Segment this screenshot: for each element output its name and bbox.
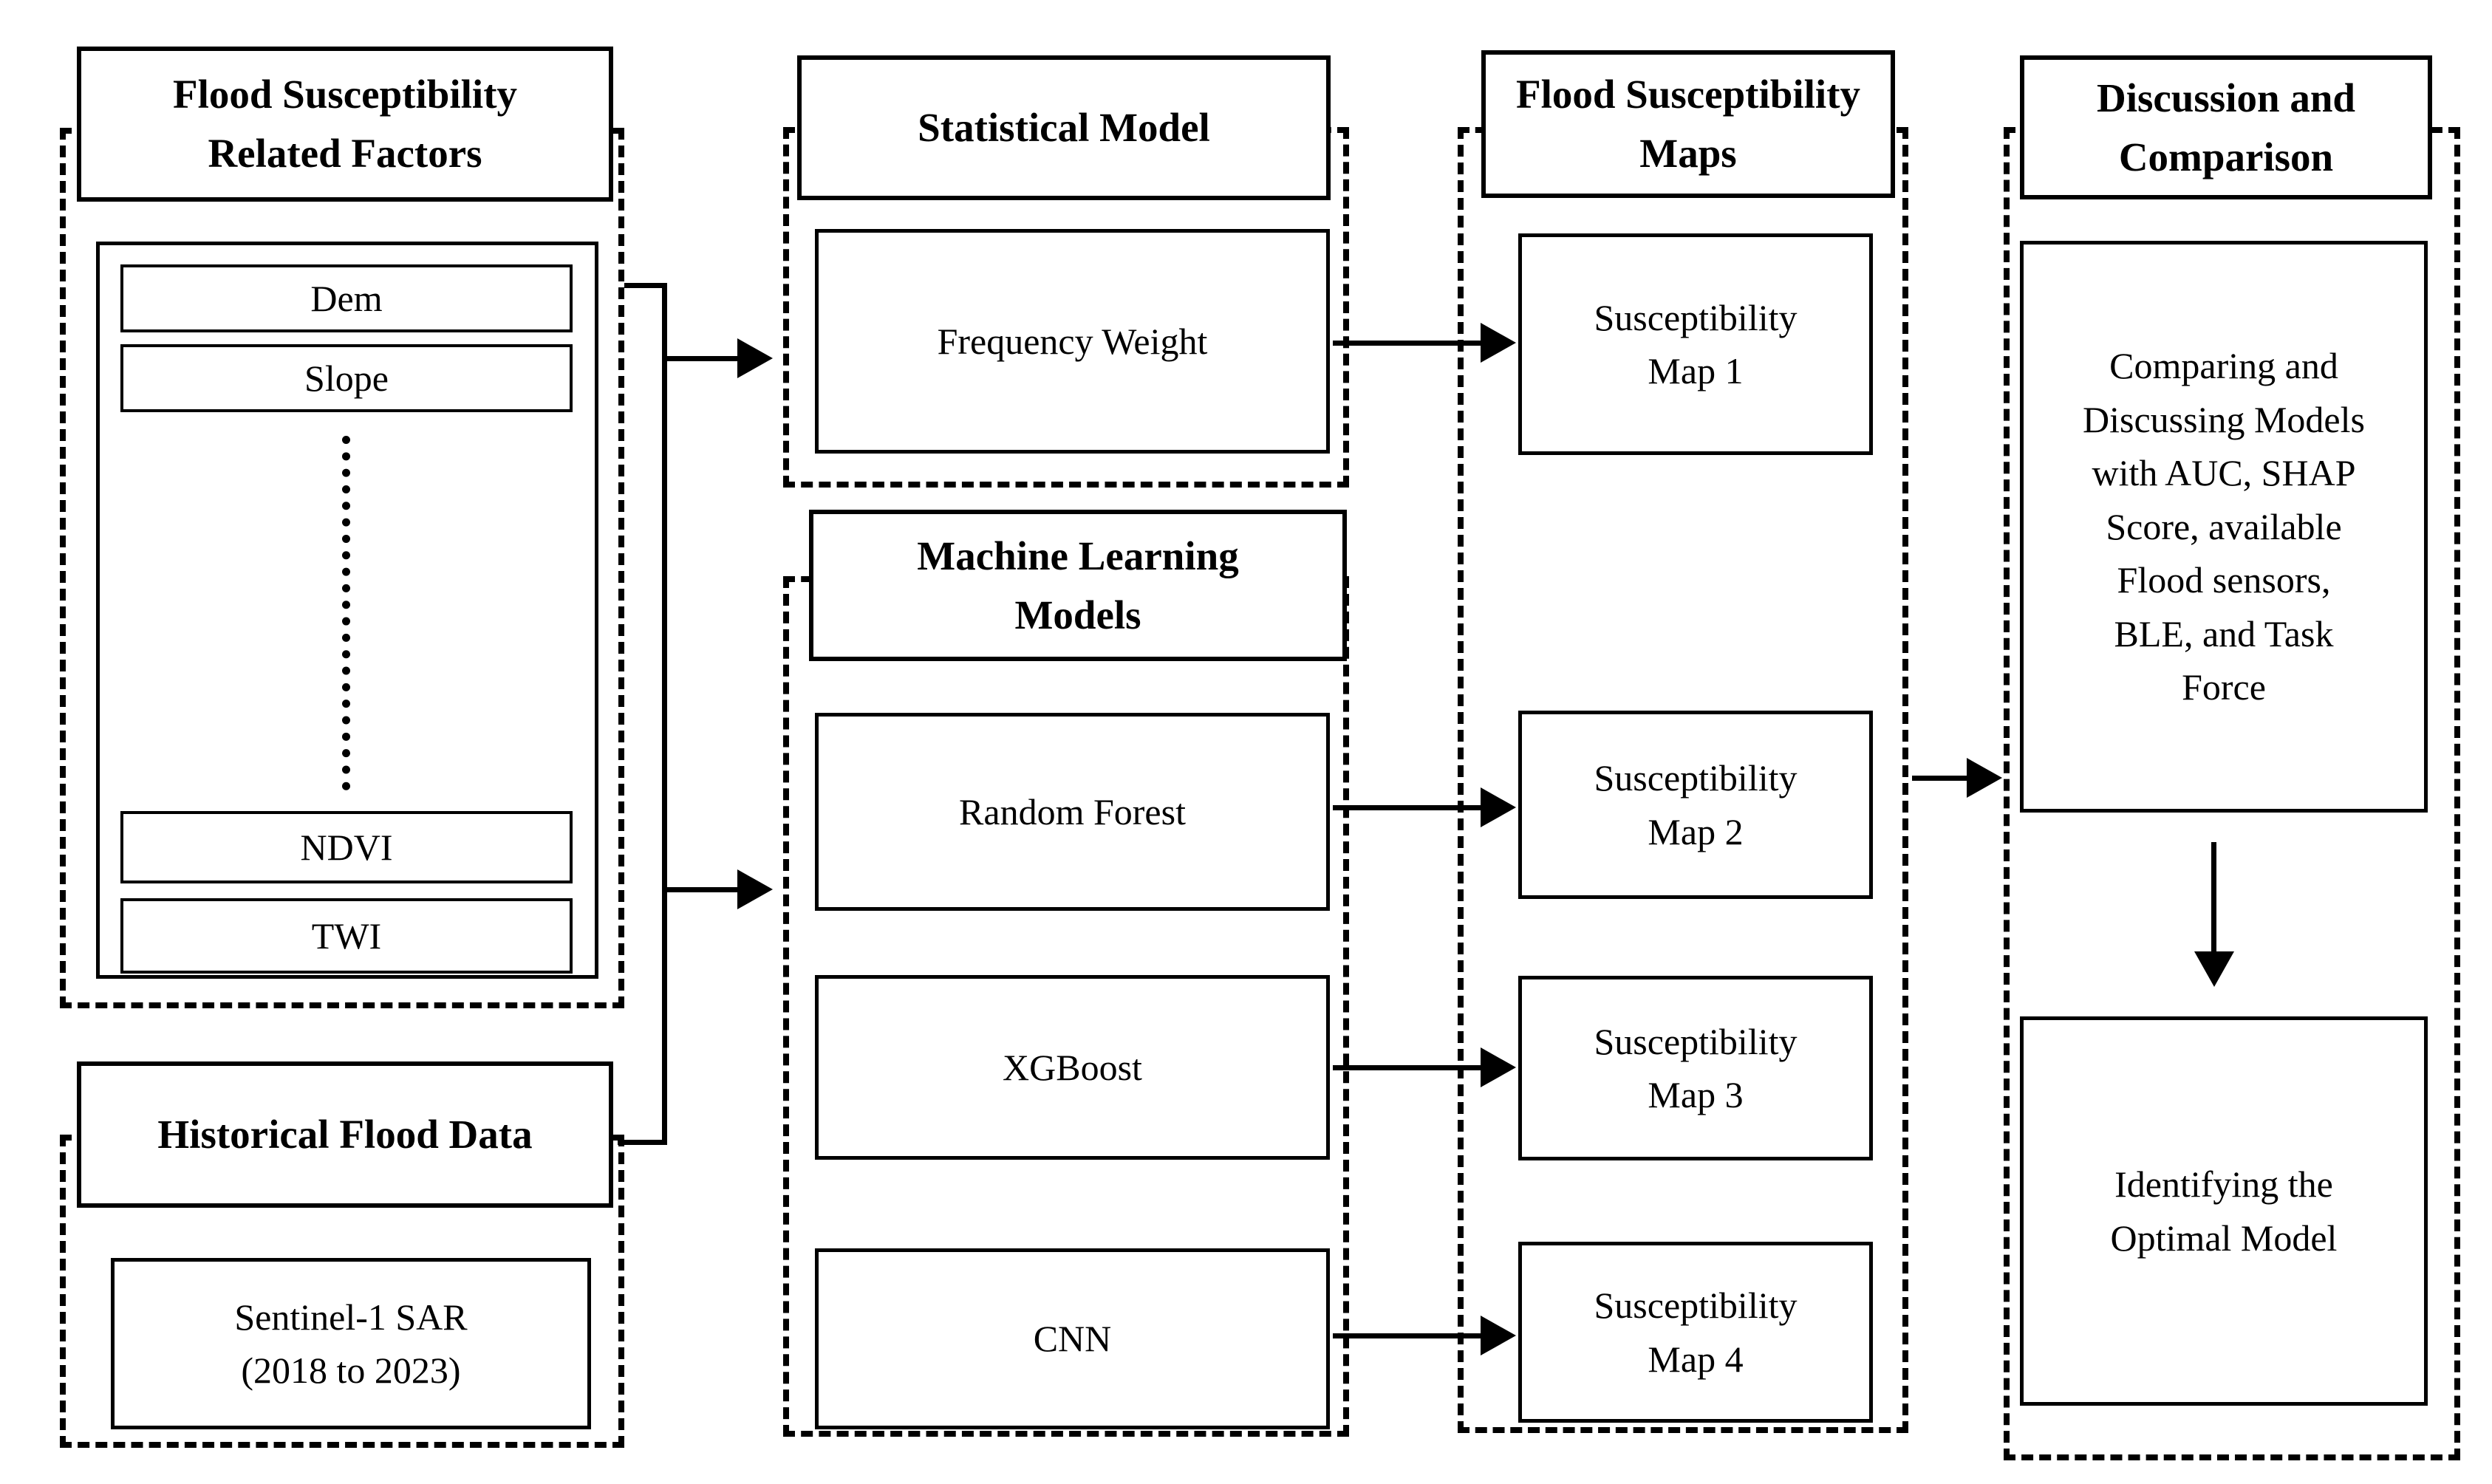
arrow-inputs-to-statistical-head <box>737 338 773 378</box>
susceptibility-map2-box: Susceptibility Map 2 <box>1518 711 1873 899</box>
arrow-fw-to-map1-head <box>1481 323 1516 363</box>
factor-box-slope: Slope <box>120 344 573 412</box>
cnn-box: CNN <box>815 1248 1330 1429</box>
identifying-optimal-model-label: Identifying the Optimal Model <box>2110 1163 2338 1259</box>
factor-twi-label: TWI <box>311 914 382 957</box>
susceptibility-map4-box: Susceptibility Map 4 <box>1518 1242 1873 1423</box>
factor-box-twi: TWI <box>120 898 573 974</box>
susceptibility-map4-label: Susceptibility Map 4 <box>1594 1285 1798 1380</box>
maps-group-title-label: Flood Susceptibility Maps <box>1515 72 1861 176</box>
factor-slope-label: Slope <box>304 357 389 399</box>
arrow-rf-to-map2-head <box>1481 787 1516 827</box>
arrow-xgb-to-map3-shaft <box>1333 1065 1482 1070</box>
arrow-maps-to-discussion-head <box>1967 758 2002 798</box>
arrow-maps-to-discussion-shaft <box>1912 776 1970 781</box>
factor-box-dem: Dem <box>120 264 573 332</box>
arrow-inputs-to-ml-head <box>737 869 773 909</box>
maps-group-title: Flood Susceptibility Maps <box>1481 50 1895 198</box>
susceptibility-map1-label: Susceptibility Map 1 <box>1594 296 1798 392</box>
ml-group-title-label: Machine Learning Models <box>917 533 1239 637</box>
comparing-models-label: Comparing and Discussing Models with AUC… <box>2083 345 2365 708</box>
arrow-xgb-to-map3-head <box>1481 1047 1516 1087</box>
factor-dem-label: Dem <box>310 277 383 319</box>
susceptibility-map1-box: Susceptibility Map 1 <box>1518 233 1873 455</box>
factors-group-title-label: Flood Susceptibility Related Factors <box>172 72 518 176</box>
arrow-inputs-to-ml-shaft <box>665 887 739 892</box>
sentinel-box: Sentinel-1 SAR (2018 to 2023) <box>111 1258 591 1429</box>
factors-group-title: Flood Susceptibility Related Factors <box>77 47 613 202</box>
factors-ellipsis-dotted-line <box>342 436 350 790</box>
statistical-group-title-label: Statistical Model <box>918 105 1210 151</box>
cnn-label: CNN <box>1033 1318 1112 1360</box>
arrow-cnn-to-map4-shaft <box>1333 1333 1482 1338</box>
sentinel-box-label: Sentinel-1 SAR (2018 to 2023) <box>234 1296 468 1392</box>
identifying-optimal-model-box: Identifying the Optimal Model <box>2020 1016 2428 1406</box>
frequency-weight-box: Frequency Weight <box>815 229 1330 454</box>
xgboost-label: XGBoost <box>1003 1046 1142 1088</box>
xgboost-box: XGBoost <box>815 975 1330 1160</box>
arrow-inputs-to-statistical-shaft <box>665 356 739 361</box>
bracket-top-line <box>624 283 667 288</box>
susceptibility-map2-label: Susceptibility Map 2 <box>1594 757 1798 852</box>
historical-group-title-label: Historical Flood Data <box>157 1112 533 1158</box>
comparing-models-box: Comparing and Discussing Models with AUC… <box>2020 241 2428 813</box>
bracket-bottom-line <box>618 1140 667 1145</box>
discussion-group-title-label: Discussion and Comparison <box>2096 75 2355 179</box>
susceptibility-map3-label: Susceptibility Map 3 <box>1594 1020 1798 1116</box>
random-forest-box: Random Forest <box>815 713 1330 911</box>
historical-group-title: Historical Flood Data <box>77 1061 613 1208</box>
statistical-group-title: Statistical Model <box>797 55 1331 200</box>
arrow-compare-to-identify-head <box>2194 951 2234 987</box>
factor-ndvi-label: NDVI <box>300 826 393 868</box>
arrow-fw-to-map1-shaft <box>1333 341 1482 346</box>
random-forest-label: Random Forest <box>959 790 1186 832</box>
frequency-weight-label: Frequency Weight <box>937 320 1208 362</box>
ml-group-title: Machine Learning Models <box>809 510 1347 661</box>
arrow-compare-to-identify-shaft <box>2211 842 2216 954</box>
susceptibility-map3-box: Susceptibility Map 3 <box>1518 976 1873 1160</box>
arrow-cnn-to-map4-head <box>1481 1316 1516 1355</box>
bracket-vertical-line <box>662 283 667 1145</box>
factor-box-ndvi: NDVI <box>120 811 573 883</box>
discussion-group-title: Discussion and Comparison <box>2020 55 2432 199</box>
arrow-rf-to-map2-shaft <box>1333 805 1482 810</box>
